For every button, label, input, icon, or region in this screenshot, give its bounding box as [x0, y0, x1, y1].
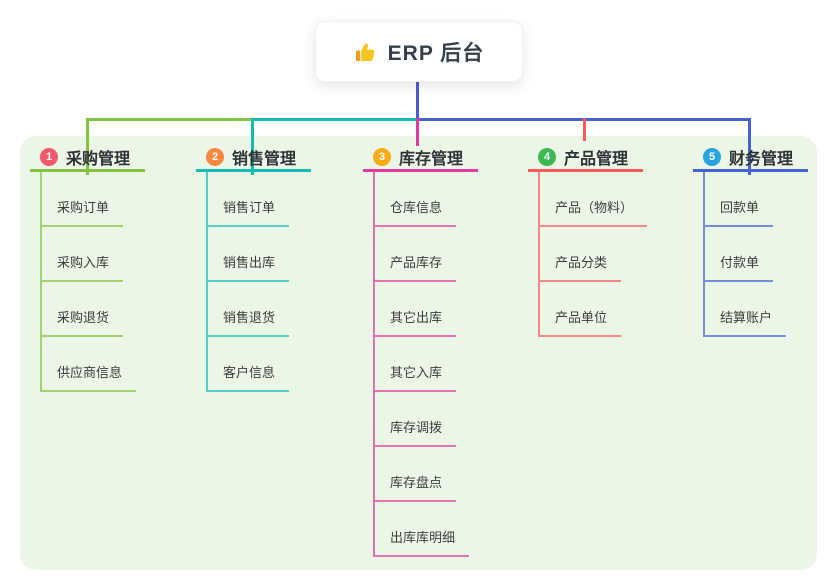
connector-bus-segment: [86, 118, 253, 121]
root-node[interactable]: ERP 后台: [315, 21, 523, 82]
mindmap-child-node[interactable]: 其它入库: [375, 337, 469, 392]
child-node-label: 产品单位: [540, 307, 622, 337]
child-node-label: 库存盘点: [375, 472, 457, 502]
child-node-label: 采购入库: [42, 252, 124, 282]
child-node-label: 出库库明细: [375, 527, 470, 557]
branch-3-children: 仓库信息产品库存其它出库其它入库库存调拨库存盘点出库库明细: [373, 172, 470, 557]
branch-5: 5 财务管理回款单付款单结算账户: [693, 147, 808, 337]
mindmap-child-node[interactable]: 回款单: [705, 172, 786, 227]
branch-4: 4 产品管理产品（物料） 产品分类产品单位: [528, 147, 648, 337]
mindmap-child-node[interactable]: 供应商信息: [42, 337, 137, 392]
branch-3-heading[interactable]: 3 库存管理: [363, 147, 478, 172]
child-node-label: 库存调拨: [375, 417, 457, 447]
mindmap-child-node[interactable]: 客户信息: [208, 337, 290, 392]
branch-5-heading[interactable]: 5 财务管理: [693, 147, 808, 172]
mindmap-child-node[interactable]: 销售退货: [208, 282, 290, 337]
connector-drop-line: [583, 118, 586, 141]
child-node-label: 销售订单: [208, 197, 290, 227]
mindmap-child-node[interactable]: 产品单位: [540, 282, 647, 337]
thumbs-up-icon: [354, 40, 378, 64]
connector-drop-line: [416, 118, 419, 146]
branch-3: 3 库存管理仓库信息产品库存其它出库其它入库库存调拨库存盘点出库库明细: [363, 147, 478, 557]
branch-5-children: 回款单付款单结算账户: [703, 172, 787, 337]
mindmap-child-node[interactable]: 产品分类: [540, 227, 647, 282]
mindmap-child-node[interactable]: 库存调拨: [375, 392, 469, 447]
branch-4-heading[interactable]: 4 产品管理: [528, 147, 643, 172]
mindmap-child-node[interactable]: 销售出库: [208, 227, 290, 282]
branch-4-label: 产品管理: [564, 150, 629, 168]
branch-2: 2 销售管理销售订单销售出库销售退货客户信息: [196, 147, 311, 392]
child-node-label: 付款单: [705, 252, 774, 282]
child-node-label: 采购退货: [42, 307, 124, 337]
connector-bus-segment: [253, 118, 418, 121]
branch-2-children: 销售订单销售出库销售退货客户信息: [206, 172, 290, 392]
connector-drop-line: [748, 118, 751, 175]
connector-drop-line: [251, 118, 254, 175]
branch-3-label: 库存管理: [399, 150, 464, 168]
branches-background-panel: [20, 136, 817, 570]
branch-1-label: 采购管理: [66, 150, 131, 168]
mindmap-child-node[interactable]: 产品库存: [375, 227, 469, 282]
connector-drop-line: [86, 118, 89, 175]
branch-4-number-badge: 4: [538, 147, 556, 166]
root-connector-line: [416, 82, 419, 121]
mindmap-child-node[interactable]: 销售订单: [208, 172, 290, 227]
child-node-label: 产品（物料）: [540, 197, 648, 227]
branch-2-number-badge: 2: [206, 147, 224, 166]
branch-2-heading[interactable]: 2 销售管理: [196, 147, 311, 172]
child-node-label: 其它出库: [375, 307, 457, 337]
child-node-label: 产品库存: [375, 252, 457, 282]
mindmap-child-node[interactable]: 结算账户: [705, 282, 787, 337]
branch-4-children: 产品（物料） 产品分类产品单位: [538, 172, 648, 337]
mindmap-child-node[interactable]: 其它出库: [375, 282, 469, 337]
child-node-label: 仓库信息: [375, 197, 457, 227]
mindmap-child-node[interactable]: 库存盘点: [375, 447, 469, 502]
branch-1-number-badge: 1: [40, 147, 58, 166]
child-node-label: 产品分类: [540, 252, 622, 282]
mindmap-child-node[interactable]: 采购入库: [42, 227, 136, 282]
child-node-label: 采购订单: [42, 197, 124, 227]
branch-1: 1 采购管理采购订单采购入库采购退货供应商信息: [30, 147, 145, 392]
branch-1-heading[interactable]: 1 采购管理: [30, 147, 145, 172]
branch-5-number-badge: 5: [703, 147, 721, 166]
child-node-label: 供应商信息: [42, 362, 137, 392]
branch-3-number-badge: 3: [373, 147, 391, 166]
child-node-label: 其它入库: [375, 362, 457, 392]
root-title: ERP 后台: [387, 41, 485, 65]
mindmap-child-node[interactable]: 采购订单: [42, 172, 136, 227]
mindmap-child-node[interactable]: 产品（物料）: [540, 172, 648, 227]
branch-2-label: 销售管理: [232, 150, 297, 168]
mindmap-child-node[interactable]: 采购退货: [42, 282, 136, 337]
child-node-label: 销售退货: [208, 307, 290, 337]
mindmap-child-node[interactable]: 付款单: [705, 227, 786, 282]
branch-1-children: 采购订单采购入库采购退货供应商信息: [40, 172, 137, 392]
child-node-label: 客户信息: [208, 362, 290, 392]
child-node-label: 销售出库: [208, 252, 290, 282]
child-node-label: 结算账户: [705, 307, 787, 337]
mindmap-child-node[interactable]: 仓库信息: [375, 172, 469, 227]
child-node-label: 回款单: [705, 197, 774, 227]
mindmap-child-node[interactable]: 出库库明细: [375, 502, 470, 557]
branch-5-label: 财务管理: [729, 150, 794, 168]
